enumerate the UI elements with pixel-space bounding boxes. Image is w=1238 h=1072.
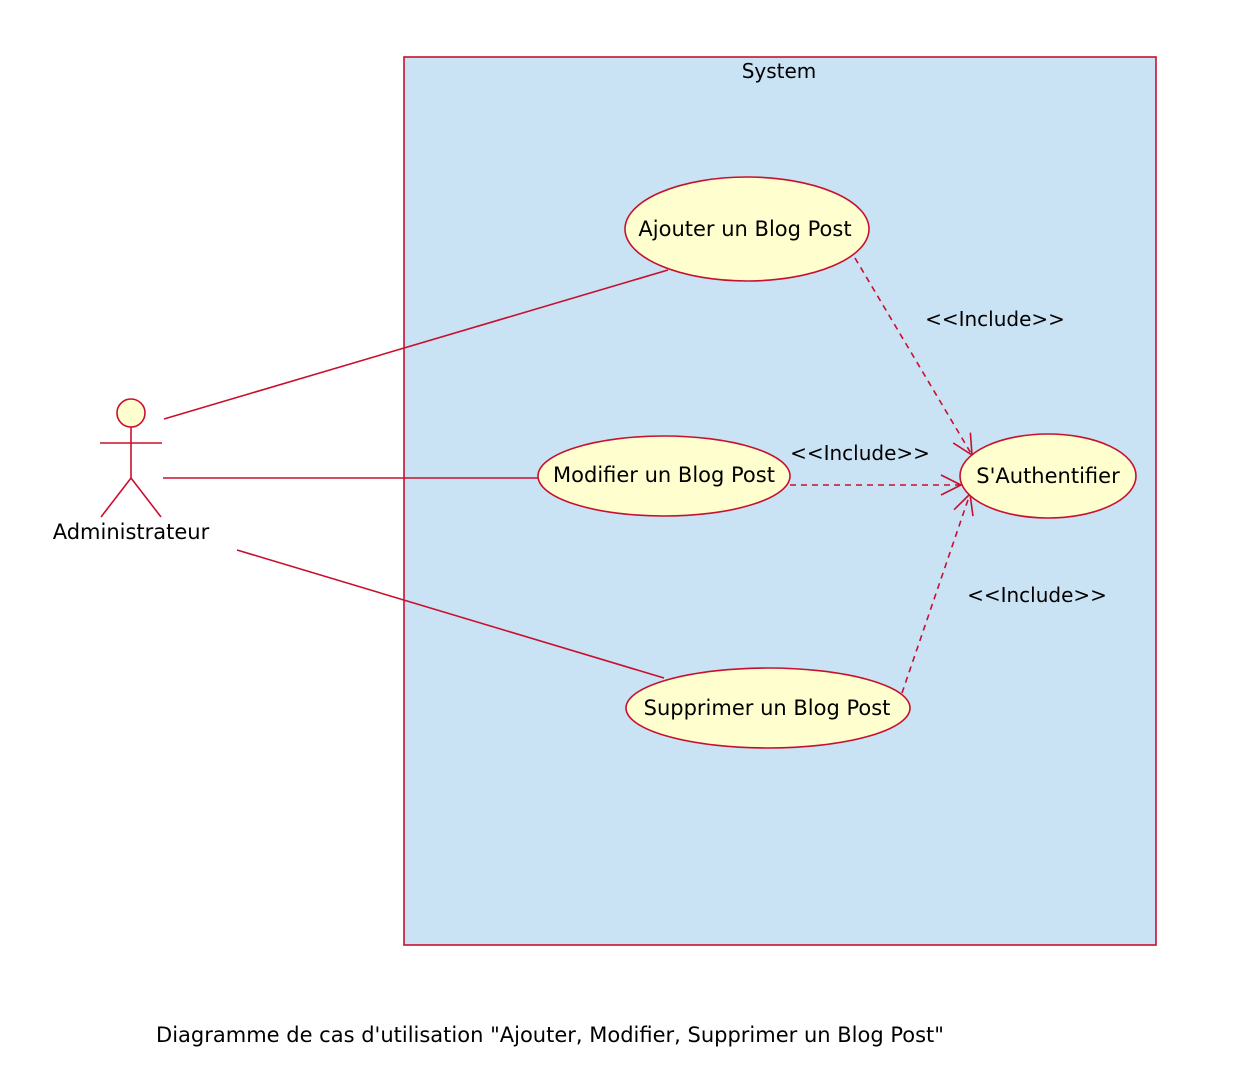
association-add <box>163 269 669 420</box>
actor-left-leg <box>100 477 132 518</box>
actor-administrateur[interactable] <box>100 398 162 518</box>
use-case-auth[interactable]: S'Authentifier <box>959 433 1137 519</box>
include-label-edit: <<Include>> <box>790 441 930 465</box>
actor-head <box>116 398 146 428</box>
actor-name: Administrateur <box>53 520 210 544</box>
include-label-add: <<Include>> <box>925 307 1065 331</box>
include-label-delete: <<Include>> <box>967 583 1107 607</box>
use-case-auth-label: S'Authentifier <box>976 464 1120 488</box>
use-case-edit-label: Modifier un Blog Post <box>553 463 775 487</box>
association-delete <box>236 549 665 679</box>
system-title: System <box>742 59 817 83</box>
use-case-delete-label: Supprimer un Blog Post <box>644 696 891 720</box>
include-arrow-add <box>854 257 973 457</box>
include-arrow-delete <box>901 492 974 694</box>
use-case-add-label: Ajouter un Blog Post <box>638 217 851 241</box>
diagram-caption: Diagramme de cas d'utilisation "Ajouter,… <box>156 1023 944 1047</box>
use-case-edit[interactable]: Modifier un Blog Post <box>537 435 791 517</box>
use-case-delete[interactable]: Supprimer un Blog Post <box>625 667 911 749</box>
actor-right-leg <box>130 477 162 518</box>
use-case-add[interactable]: Ajouter un Blog Post <box>624 176 870 282</box>
